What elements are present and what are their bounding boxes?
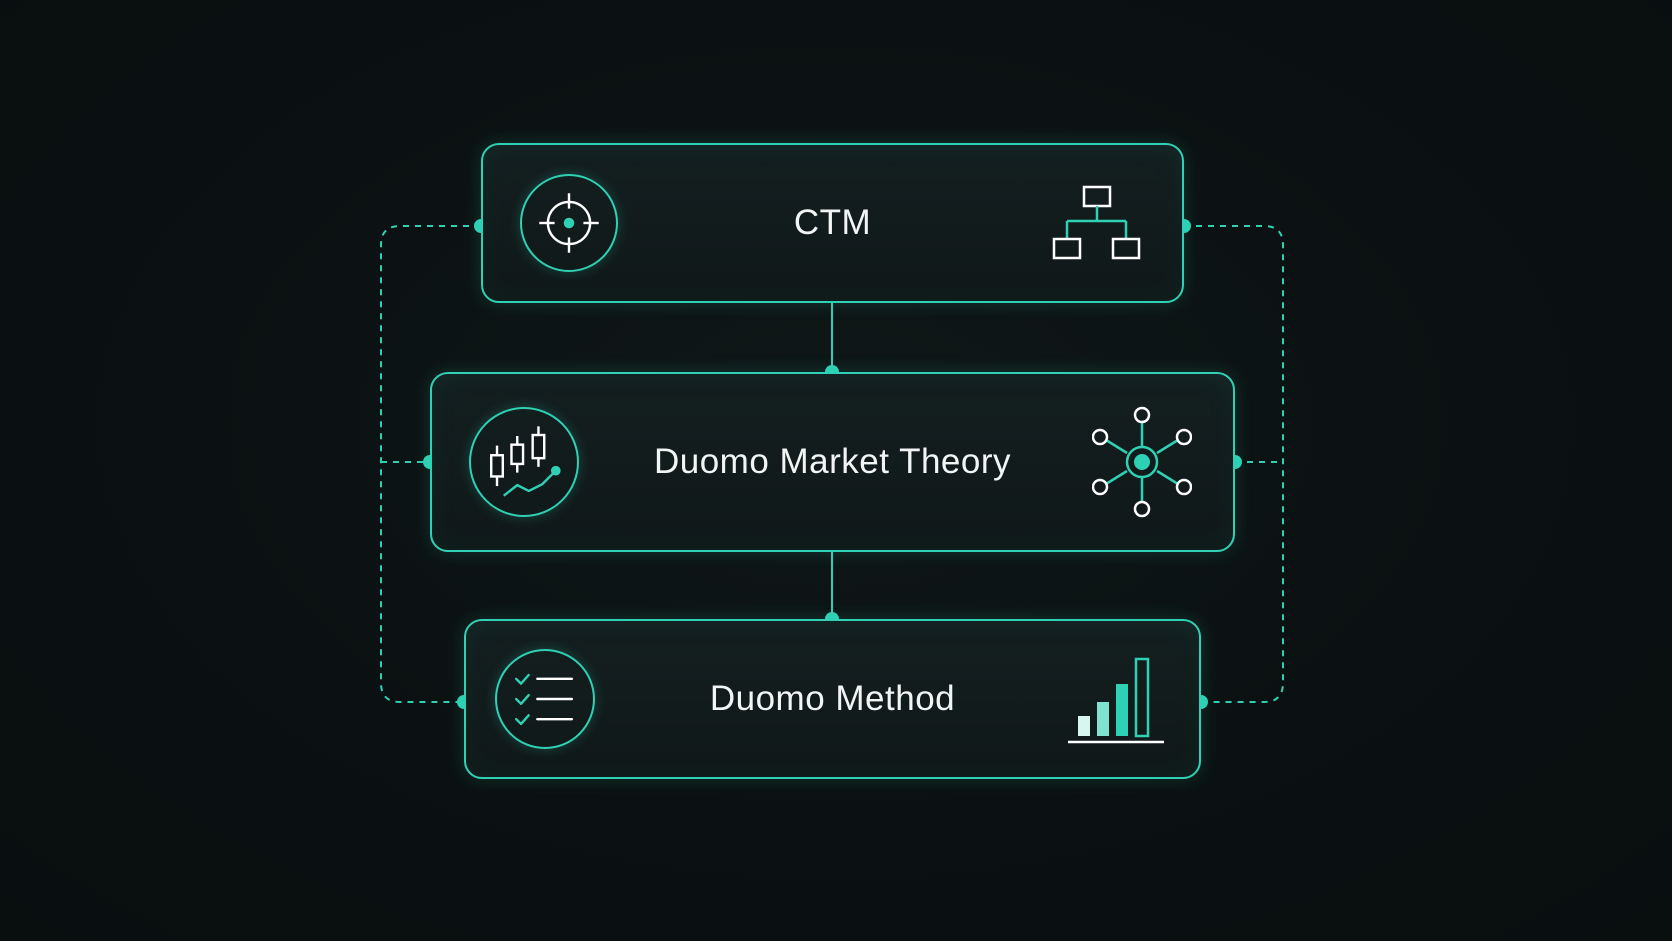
node-label: Duomo Market Theory bbox=[653, 442, 1012, 481]
network-hub-icon bbox=[1092, 406, 1192, 518]
checklist-icon bbox=[495, 649, 595, 749]
org-hierarchy-icon bbox=[1051, 183, 1141, 263]
candlestick-chart-icon bbox=[469, 407, 579, 517]
edge-left-dashed bbox=[380, 225, 481, 703]
node-label: Duomo Method bbox=[709, 679, 956, 718]
crosshair-target-icon bbox=[520, 174, 618, 272]
edge-right-dashed bbox=[1184, 225, 1284, 703]
node-ctm: CTM bbox=[481, 143, 1184, 303]
bar-growth-icon bbox=[1066, 654, 1166, 744]
node-duomo-method: Duomo Method bbox=[464, 619, 1201, 779]
node-duomo-market-theory: Duomo Market Theory bbox=[430, 372, 1235, 552]
node-label: CTM bbox=[793, 203, 872, 242]
